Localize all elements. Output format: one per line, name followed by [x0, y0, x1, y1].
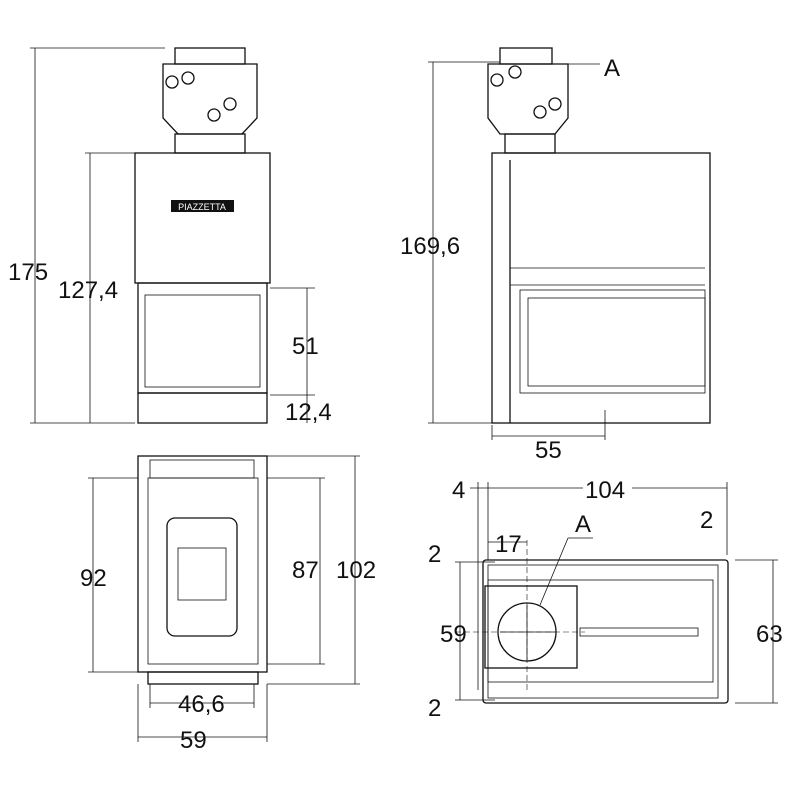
dimension-label: 169,6	[400, 233, 460, 260]
dimension-label: 102	[336, 557, 376, 584]
dimension-label: 4	[452, 477, 465, 504]
dimension-label: 63	[756, 621, 783, 648]
dimension-label: 175	[8, 259, 48, 286]
dimension-label: 12,4	[285, 399, 332, 426]
dimension-label: PIAZZETTA	[178, 202, 226, 212]
dimension-label: 87	[292, 557, 319, 584]
dimension-label: 59	[440, 621, 467, 648]
plan-view-left: 92 87 102 46,6 59	[80, 455, 376, 754]
dimension-label: 46,6	[178, 691, 225, 718]
dimension-label: 59	[180, 727, 207, 754]
dimension-label: 2	[428, 541, 441, 568]
dimension-label: 92	[80, 565, 107, 592]
dimension-label: 127,4	[58, 277, 118, 304]
plan-view-right: A 4 104 2 17 2 59 2 63	[428, 477, 783, 722]
dimension-label: 2	[700, 507, 713, 534]
dimension-label: 51	[292, 333, 319, 360]
side-view: A 169,6 55	[400, 47, 711, 464]
dimension-label: A	[575, 511, 591, 538]
dimension-label: 2	[428, 695, 441, 722]
brand-logo	[171, 200, 234, 212]
dimension-label: 104	[585, 477, 625, 504]
dimension-label: A	[604, 55, 620, 82]
dimension-label: 55	[535, 437, 562, 464]
front-view: PIAZZETTA 175 127,4 51 12,4	[8, 47, 332, 426]
dimension-label: 17	[495, 531, 522, 558]
